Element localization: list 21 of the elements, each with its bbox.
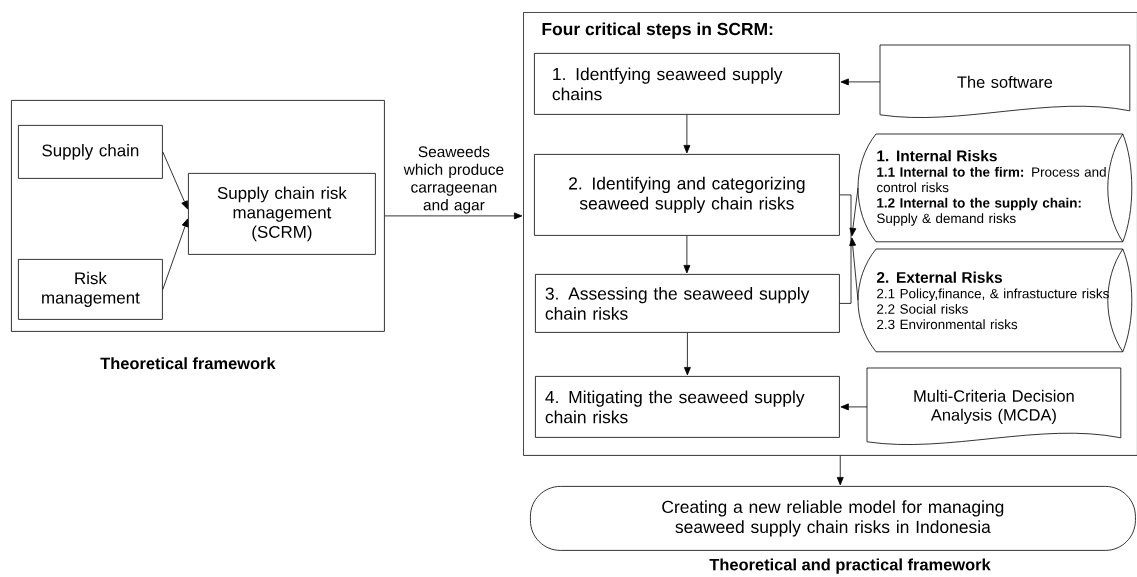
- arrow: [836, 455, 844, 486]
- bracket-line: [839, 194, 852, 304]
- process-box: Supply chain risk management (SCRM): [188, 173, 376, 255]
- process-box: 3. Assessing the seaweed supply chain risks: [535, 274, 840, 333]
- arrow: [384, 212, 523, 220]
- arrow: [683, 114, 691, 154]
- process-box: 1. Identfying seaweed supply chains: [534, 53, 840, 115]
- arrow: [849, 187, 859, 237]
- arrow: [840, 78, 881, 86]
- process-box: Risk management: [18, 259, 163, 320]
- node-label: Theoretical framework: [100, 357, 276, 370]
- process-box: 2. Identifying and categorizing seaweed supply chain risks: [534, 154, 840, 236]
- process-box: 4. Mitigating the seaweed supply chain risks: [535, 376, 840, 438]
- arrow: [683, 235, 691, 274]
- arrow: [840, 403, 868, 411]
- edge-label: Seaweeds which produce carrageenan and agar: [403, 145, 504, 214]
- arrow: [162, 151, 188, 210]
- arrow: [684, 332, 691, 376]
- process-box: Supply chain: [18, 125, 163, 179]
- arrow: [162, 218, 189, 290]
- arrow: [849, 237, 859, 301]
